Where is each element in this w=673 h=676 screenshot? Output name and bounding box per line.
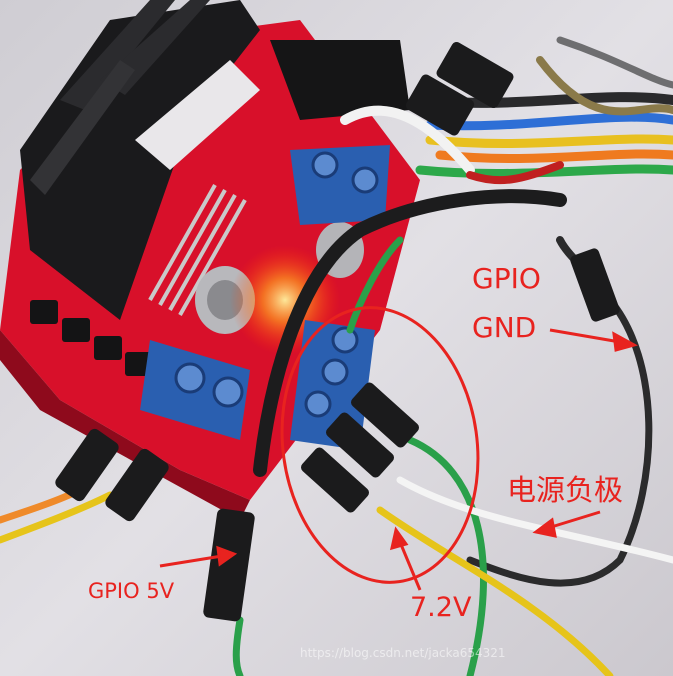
gpio-5v-label: GPIO 5V [88, 579, 175, 603]
screw-terminal-power [290, 320, 375, 450]
voltage-label: 7.2V [410, 592, 472, 623]
annotation-arrows [159, 328, 638, 591]
power-negative-label: 电源负极 [507, 473, 624, 507]
screw-terminal-left [140, 340, 250, 440]
pcb-edge [0, 330, 250, 520]
chip-pins [148, 184, 247, 316]
dupont-connectors [55, 42, 620, 622]
watermark-text: https://blog.csdn.net/jacka654321 [300, 646, 506, 660]
heatsink [20, 0, 260, 320]
gnd-label: GND [472, 311, 537, 344]
screw-terminal-top [290, 145, 390, 225]
diodes [30, 300, 153, 376]
highlight-circle [280, 306, 480, 584]
gpio-label: GPIO [472, 262, 541, 295]
pin-header [270, 40, 410, 120]
